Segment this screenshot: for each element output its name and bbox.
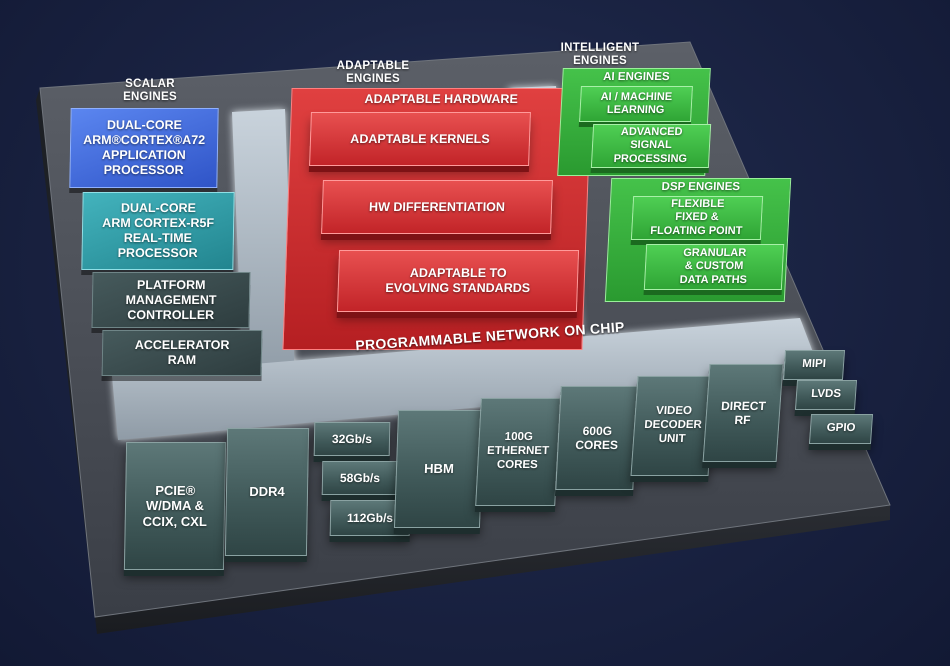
io-block-label: HBM [423, 461, 455, 477]
intelligent-engines-heading: INTELLIGENT ENGINES [560, 42, 640, 68]
cores-600g-block: 600G CORES [555, 386, 639, 490]
ethernet-block: 100G ETHERNET CORES [475, 398, 561, 506]
ai-engines-title: AI ENGINES [602, 71, 670, 83]
hw-differentiation-block: HW DIFFERENTIATION [321, 180, 553, 234]
serdes-58-block: 58Gb/s [321, 461, 399, 495]
io-block-label: 112Gb/s [346, 510, 394, 525]
io-block-label: DIRECT RF [720, 398, 767, 427]
granular-custom-datapaths-block: GRANULAR & CUSTOM DATA PATHS [643, 244, 785, 290]
adaptable-block-label: ADAPTABLE KERNELS [350, 131, 490, 146]
dsp-block-label: FLEXIBLE FIXED & FLOATING POINT [649, 198, 743, 237]
dsp-engines-title: DSP ENGINES [661, 181, 741, 193]
flexible-fixed-floating-block: FLEXIBLE FIXED & FLOATING POINT [630, 196, 764, 240]
adaptable-engines-heading: ADAPTABLE ENGINES [336, 60, 410, 86]
io-block-label: VIDEO DECODER UNIT [643, 405, 703, 445]
serdes-32-block: 32Gb/s [313, 422, 391, 456]
scalar-engines-heading: SCALAR ENGINES [123, 78, 177, 104]
io-block-label: 58Gb/s [339, 470, 381, 485]
adaptable-block-label: ADAPTABLE TO EVOLVING STANDARDS [385, 266, 531, 295]
pcie-block: PCIE® W/DMA & CCIX, CXL [123, 442, 227, 570]
advanced-signal-processing-block: ADVANCED SIGNAL PROCESSING [590, 124, 712, 168]
adaptable-hardware-title: ADAPTABLE HARDWARE [364, 92, 519, 106]
adaptable-kernels-block: ADAPTABLE KERNELS [309, 112, 531, 166]
io-block-label: GPIO [826, 422, 856, 435]
io-block-label: 32Gb/s [331, 431, 373, 446]
scalar-block-real-time-processor: DUAL-CORE ARM CORTEX-R5F REAL-TIME PROCE… [81, 192, 235, 270]
noc-bar [112, 318, 822, 440]
ai-block-label: AI / MACHINE LEARNING [600, 90, 673, 116]
io-block-label: DDR4 [249, 484, 285, 500]
scalar-block-application-processor: DUAL-CORE ARM®CORTEX®A72 APPLICATION PRO… [69, 108, 219, 188]
direct-rf-block: DIRECT RF [702, 364, 784, 462]
scalar-block-label: DUAL-CORE ARM®CORTEX®A72 APPLICATION PRO… [83, 118, 206, 177]
ai-block-label: ADVANCED SIGNAL PROCESSING [613, 126, 688, 165]
gpio-block: GPIO [808, 414, 874, 444]
io-block-label: LVDS [810, 388, 842, 401]
scalar-block-platform-management: PLATFORM MANAGEMENT CONTROLLER [91, 272, 251, 328]
io-block-label: MIPI [801, 358, 827, 371]
ddr4-block: DDR4 [224, 428, 310, 556]
io-block-label: 600G CORES [574, 423, 619, 452]
adaptable-block-label: HW DIFFERENTIATION [368, 199, 506, 214]
scalar-block-accelerator-ram: ACCELERATOR RAM [101, 330, 263, 376]
lvds-block: LVDS [794, 380, 858, 410]
hbm-block: HBM [393, 410, 485, 528]
mipi-block: MIPI [782, 350, 846, 380]
scalar-block-label: PLATFORM MANAGEMENT CONTROLLER [125, 277, 217, 322]
evolving-standards-block: ADAPTABLE TO EVOLVING STANDARDS [336, 250, 580, 312]
ai-machine-learning-block: AI / MACHINE LEARNING [579, 86, 693, 122]
scalar-block-label: DUAL-CORE ARM CORTEX-R5F REAL-TIME PROCE… [102, 201, 215, 260]
io-block-label: PCIE® W/DMA & CCIX, CXL [142, 482, 208, 529]
dsp-block-label: GRANULAR & CUSTOM DATA PATHS [679, 247, 748, 286]
io-block-label: 100G ETHERNET CORES [486, 431, 550, 471]
scalar-block-label: ACCELERATOR RAM [134, 338, 230, 367]
